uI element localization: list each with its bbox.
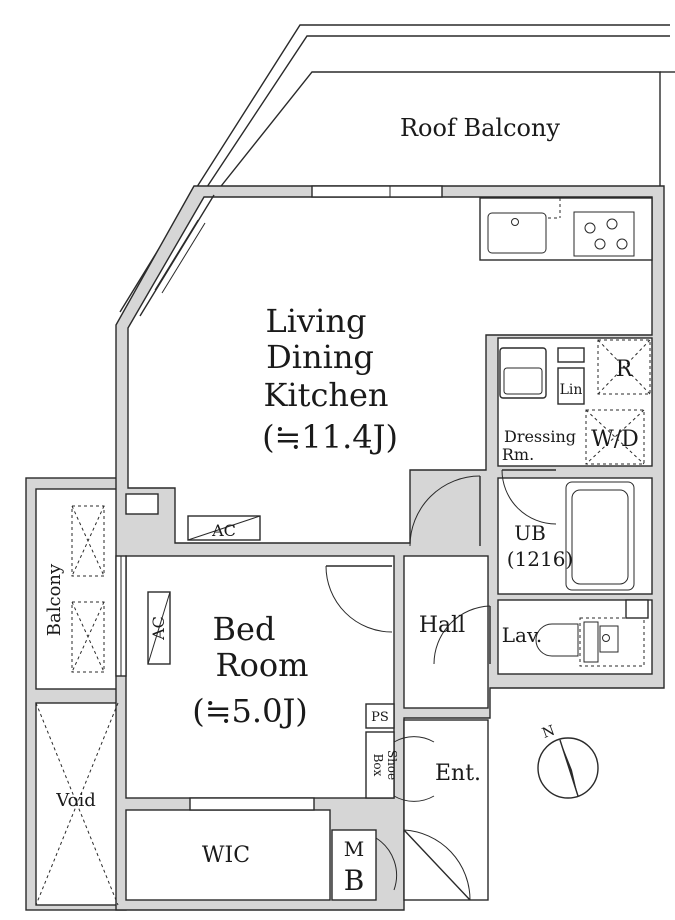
kitchen-counter — [479, 197, 653, 261]
meter-box-label-line1: M — [344, 837, 364, 861]
compass-icon — [537, 737, 599, 799]
compass-north-label: N — [540, 723, 557, 742]
dressing-label-line2: Rm. — [502, 445, 534, 464]
hall-label: Hall — [419, 613, 465, 638]
washer-dryer — [585, 409, 645, 465]
wic-label: WIC — [202, 843, 250, 868]
ac-units — [125, 493, 261, 665]
linen-label: Lin — [560, 382, 583, 398]
windows — [115, 185, 443, 811]
balcony-marks — [35, 505, 119, 906]
ac-label-bed: AC — [149, 616, 168, 641]
bathtub — [565, 481, 635, 591]
refrigerator-area — [499, 339, 651, 405]
unit-bath-size: (1216) — [507, 547, 574, 571]
entrance-label: Ent. — [435, 761, 481, 786]
ldk-label-line1: Living — [266, 302, 367, 340]
door-swings — [325, 469, 557, 901]
shoe-box-label-line2: Box — [371, 754, 385, 777]
bed-label-line1: Bed — [213, 610, 276, 648]
ac-label-ldk: AC — [211, 521, 236, 540]
ldk-label-line3: Kitchen — [263, 376, 388, 414]
refrigerator-label: R — [616, 357, 634, 382]
washer-dryer-label: W/D — [591, 427, 639, 452]
dressing-label-line1: Dressing — [504, 427, 576, 446]
balcony-strip — [25, 477, 127, 911]
balcony-label: Balcony — [44, 563, 65, 636]
room-labels: Roof Balcony Living Dining Kitchen (≒11.… — [44, 114, 639, 897]
ps-label: PS — [371, 710, 389, 725]
lavatory-label: Lav. — [502, 623, 543, 647]
meter-box-label-line2: B — [344, 864, 365, 897]
shoe-box-ps — [365, 703, 395, 799]
lavatory-fixtures — [535, 599, 649, 667]
roof-balcony-label: Roof Balcony — [400, 114, 560, 142]
ldk-area-label: (≒11.4J) — [262, 418, 398, 456]
unit-bath-label: UB — [514, 521, 546, 545]
ldk-label-line2: Dining — [266, 338, 374, 376]
void-label: Void — [55, 790, 95, 811]
bed-label-line2: Room — [216, 646, 309, 684]
bed-area-label: (≒5.0J) — [192, 692, 308, 730]
shoe-box-label-line1: Shoe — [385, 750, 399, 780]
